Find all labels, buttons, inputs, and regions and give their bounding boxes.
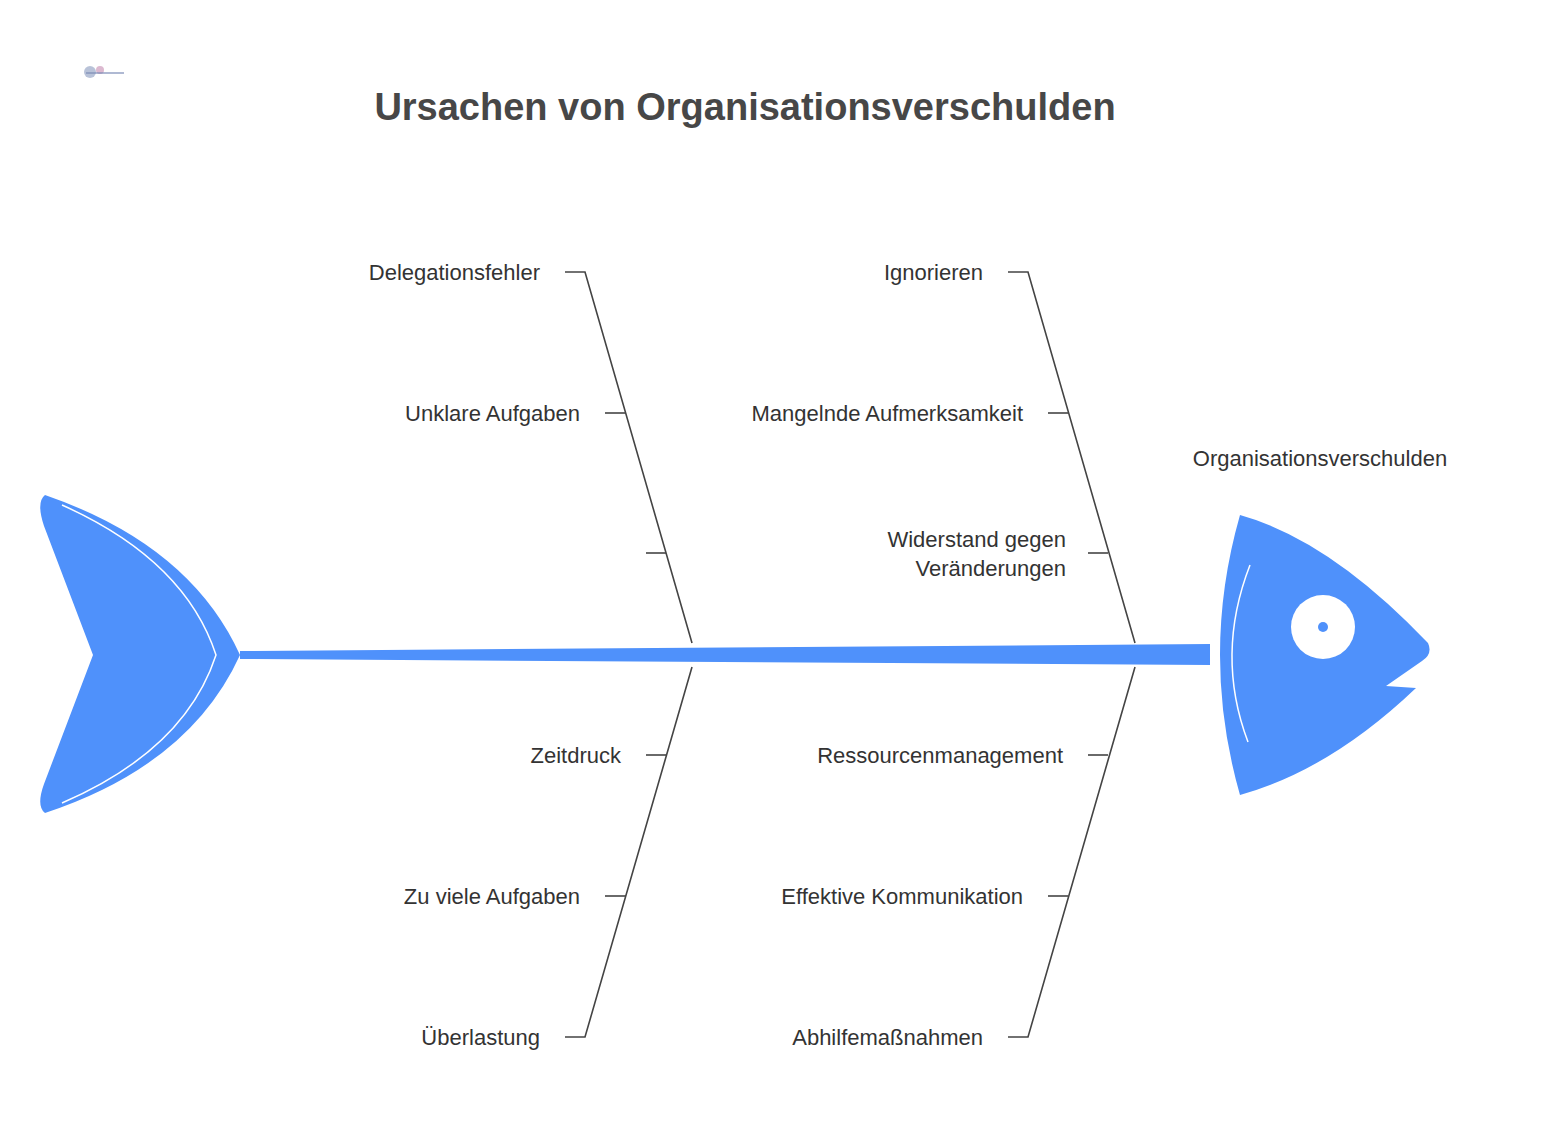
bone-upper-left [565, 272, 692, 643]
bone-lower-right [1008, 667, 1135, 1037]
head-group [1220, 515, 1430, 795]
tail-highlight [62, 505, 216, 803]
tick [1048, 895, 1068, 897]
logo-mark [84, 66, 124, 78]
tick [1088, 754, 1108, 756]
fish-head: Organisationsverschulden [1156, 440, 1484, 800]
cause-label: Ressourcenmanagement [817, 741, 1063, 770]
cause-label: Ignorieren [884, 258, 983, 287]
cause-label: Unklare Aufgaben [405, 399, 580, 428]
tick [1048, 412, 1068, 414]
cause-label: Effektive Kommunikation [781, 882, 1023, 911]
tick [1088, 552, 1108, 554]
cause-label: Überlastung [421, 1023, 540, 1052]
diagram-title: Ursachen von Organisationsverschulden [0, 82, 1490, 132]
cause-label: Zeitdruck [531, 741, 621, 770]
cause-label: Zu viele Aufgaben [404, 882, 580, 911]
bone-lower-left [565, 667, 692, 1037]
cause-label: Widerstand gegen Veränderungen [836, 525, 1066, 583]
bones [565, 272, 1135, 1037]
head-outline [1156, 440, 1484, 800]
effect-label: Organisationsverschulden [1156, 440, 1484, 473]
bone-upper-right [1008, 272, 1135, 643]
fish-spine [240, 644, 1210, 665]
tick [646, 754, 666, 756]
tick [605, 895, 626, 897]
fish-pupil [1318, 622, 1328, 632]
tick [646, 552, 666, 554]
gill-line [1232, 565, 1250, 742]
head-shape [1220, 515, 1430, 795]
cause-label: Mangelnde Aufmerksamkeit [752, 399, 1023, 428]
tail-shape [40, 495, 240, 813]
logo-bar [86, 72, 124, 74]
fish-tail [40, 495, 240, 813]
fish-eye [1291, 595, 1355, 659]
cause-label: Delegationsfehler [369, 258, 540, 287]
tick [605, 412, 626, 414]
cause-label: Abhilfemaßnahmen [792, 1023, 983, 1052]
